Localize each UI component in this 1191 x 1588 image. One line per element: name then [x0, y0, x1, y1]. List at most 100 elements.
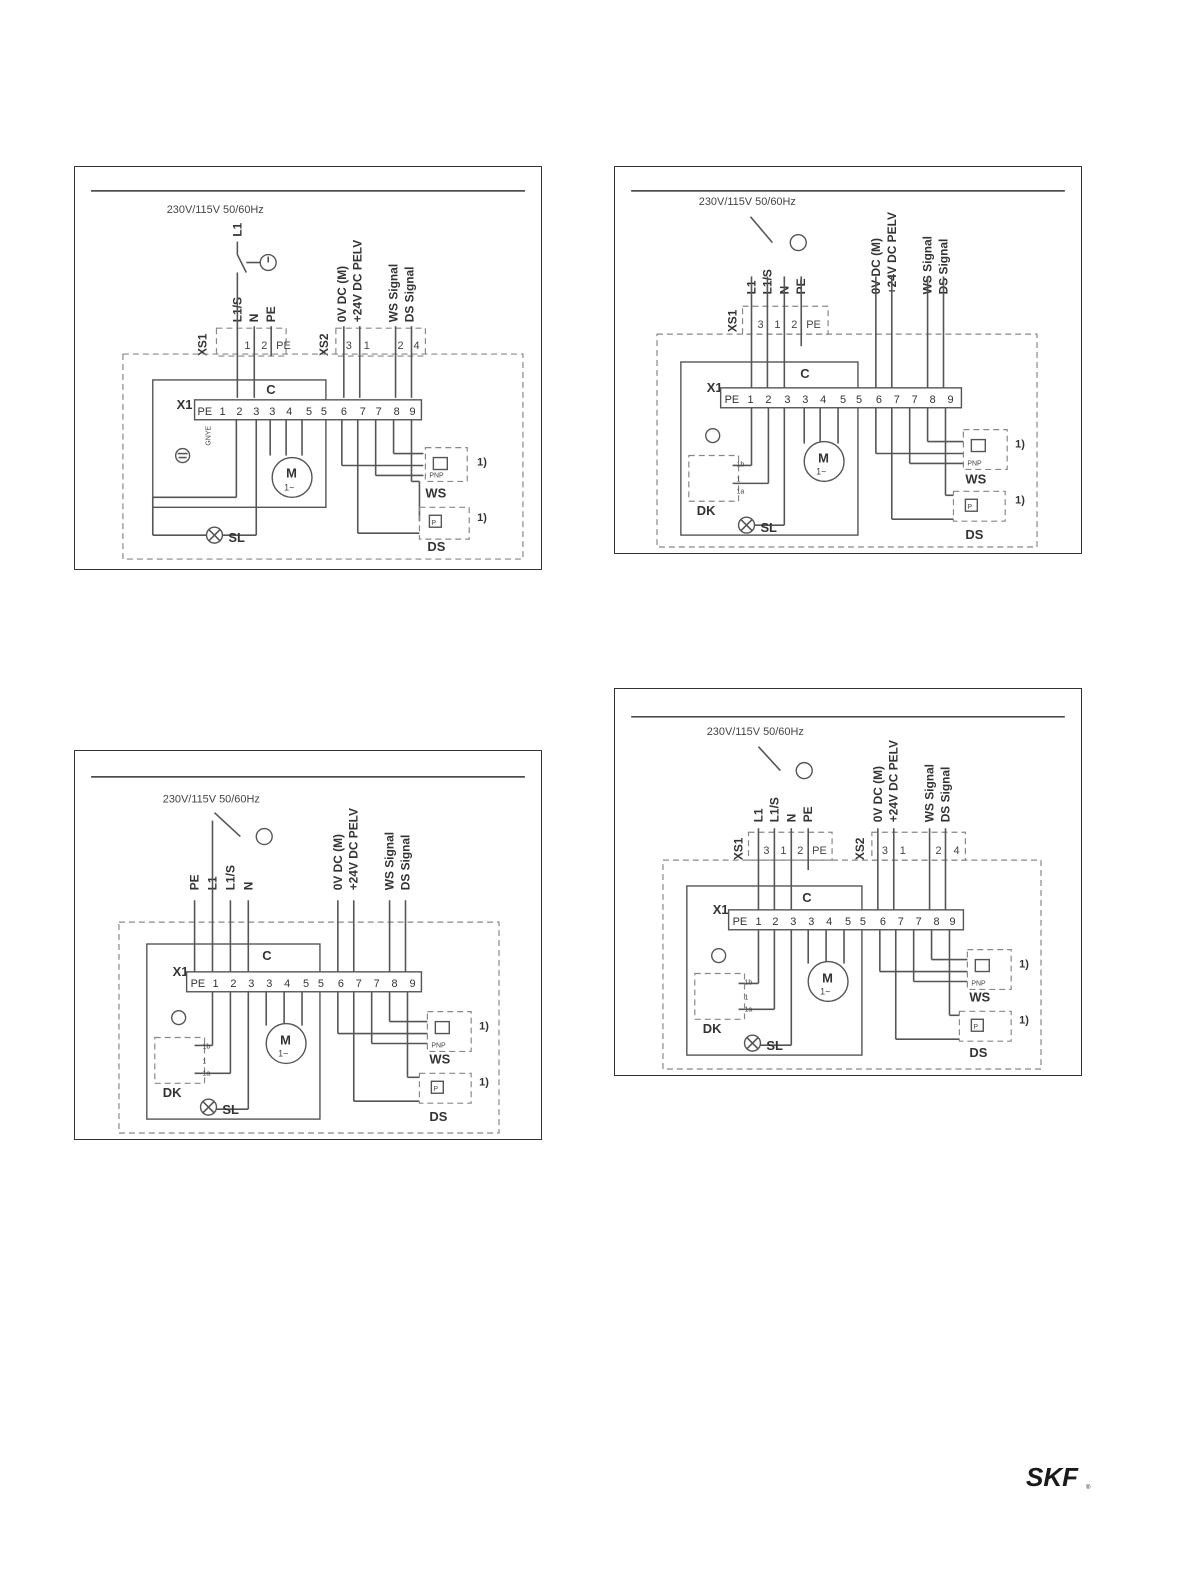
terminal: 7 [898, 916, 904, 928]
terminal: 6 [341, 406, 347, 418]
pressure-label: P [433, 1086, 438, 1093]
terminal: 9 [409, 978, 415, 990]
xs2-pin: 1 [364, 340, 370, 352]
dk-contact: 1b [203, 1043, 211, 1050]
cable-label-n: N [784, 814, 798, 823]
terminal-block-label: X1 [713, 902, 729, 917]
dk-contact: 1 [203, 1058, 207, 1065]
wiring-diagram-2-svg: 230V/115V 50/60Hz L1 L1/S N PE 0V DC (M)… [631, 190, 1065, 548]
terminal: 3 [253, 406, 259, 418]
motor-phase: 1~ [820, 986, 830, 996]
terminal: 5 [318, 978, 324, 990]
terminal: 3 [784, 394, 790, 406]
terminal: 9 [409, 406, 415, 418]
dk-label: DK [697, 503, 716, 518]
ground-icon [711, 947, 727, 964]
terminal: 7 [916, 916, 922, 928]
xs1-pin: PE [812, 845, 827, 857]
ds-label: DS [429, 1109, 447, 1124]
cable-label-n: N [247, 314, 261, 323]
dk-switch [154, 1036, 206, 1084]
ds-label: DS [965, 527, 983, 542]
ground-icon [171, 1009, 187, 1026]
timer-icon [789, 233, 807, 252]
supply-label: 230V/115V 50/60Hz [699, 196, 796, 208]
cable-label-24v: +24V DC PELV [347, 808, 361, 890]
xs2-pin: 3 [346, 340, 352, 352]
supply-label: 230V/115V 50/60Hz [163, 794, 260, 806]
cable-label-ws-signal: WS Signal [387, 264, 401, 322]
terminal: 5 [840, 394, 846, 406]
switch-label: L1 [230, 222, 244, 236]
wiring-diagram-1-svg: 230V/115V 50/60Hz L1 L1/S N PE 0V DC (M)… [91, 190, 525, 560]
wiring-diagram-2: 230V/115V 50/60Hz L1 L1/S N PE 0V DC (M)… [614, 166, 1082, 554]
terminal: 3 [266, 978, 272, 990]
cable-label-pe: PE [188, 874, 202, 890]
cable-label-ws-signal: WS Signal [923, 764, 937, 822]
cable-label-pe: PE [264, 306, 278, 322]
footnote: 1) [477, 457, 487, 469]
wiring-diagram-1: 230V/115V 50/60Hz L1 L1/S N PE 0V DC (M)… [74, 166, 542, 570]
terminal: 2 [772, 916, 778, 928]
terminal: PE [198, 406, 213, 418]
motor-icon [807, 960, 849, 1003]
cable-label-l1: L1 [751, 808, 765, 822]
terminal: 5 [321, 406, 327, 418]
terminal: 1 [748, 394, 754, 406]
cable-label-ds-signal: DS Signal [398, 835, 412, 891]
cable-label-0v: 0V DC (M) [331, 834, 345, 890]
dk-switch [694, 972, 746, 1020]
dk-switch [688, 454, 740, 502]
xs2-pin: 4 [953, 845, 959, 857]
motor-phase: 1~ [284, 482, 294, 492]
skf-logo-text: SKF [1026, 1462, 1079, 1492]
terminal: 5 [845, 916, 851, 928]
pressure-label: P [973, 1024, 978, 1031]
capacitor-label: C [266, 382, 275, 397]
cable-label-ws-signal: WS Signal [383, 832, 397, 890]
cable-label-n: N [241, 882, 255, 891]
supply-label: 230V/115V 50/60Hz [167, 204, 264, 216]
terminal-block-label: X1 [177, 397, 193, 412]
xs2-pin: 3 [882, 845, 888, 857]
cable-label-l1s: L1/S [223, 865, 237, 890]
terminal: 5 [860, 916, 866, 928]
lamp-icon [199, 1098, 218, 1116]
dk-contact: 1b [745, 979, 753, 986]
dk-contact: 1 [745, 994, 749, 1001]
ground-icon [705, 427, 721, 444]
terminal: 3 [248, 978, 254, 990]
wire-color: GNYE [205, 426, 212, 446]
footnote: 1) [477, 512, 487, 524]
footnote: 1) [479, 1076, 489, 1088]
terminal: 8 [394, 406, 400, 418]
ground-icon [174, 447, 191, 464]
supply-label: 230V/115V 50/60Hz [707, 726, 804, 738]
motor-icon [271, 456, 313, 499]
terminal: 1 [219, 406, 225, 418]
ws-label: WS [969, 989, 990, 1004]
ws-sensor-icon [974, 958, 990, 973]
motor-icon [265, 1022, 307, 1065]
terminal-block-label: X1 [707, 380, 723, 395]
connector-xs1-label: XS1 [732, 837, 746, 860]
xs1-pin: 1 [774, 319, 780, 331]
terminal: PE [725, 394, 740, 406]
wiring-diagram-3-svg: 230V/115V 50/60Hz PE L1 L1/S N 0V DC (M)… [91, 776, 525, 1134]
motor-phase: 1~ [278, 1048, 288, 1058]
ws-sensor-icon [434, 1020, 450, 1035]
lamp-label: SL [222, 1102, 239, 1117]
terminal: 8 [392, 978, 398, 990]
timer-icon [255, 827, 273, 846]
xs1-pin: PE [276, 340, 291, 352]
connector-xs2-label: XS2 [853, 837, 867, 860]
terminal: 4 [286, 406, 292, 418]
cable-label-0v: 0V DC (M) [335, 266, 349, 322]
ws-sensor-icon [432, 456, 449, 471]
connector-xs1-label: XS1 [726, 309, 740, 332]
terminal: 5 [306, 406, 312, 418]
cable-label-24v: +24V DC PELV [351, 240, 365, 322]
skf-logo: SKF ® [1026, 1462, 1091, 1492]
footnote: 1) [1015, 439, 1025, 451]
cable-label-0v: 0V DC (M) [871, 766, 885, 822]
